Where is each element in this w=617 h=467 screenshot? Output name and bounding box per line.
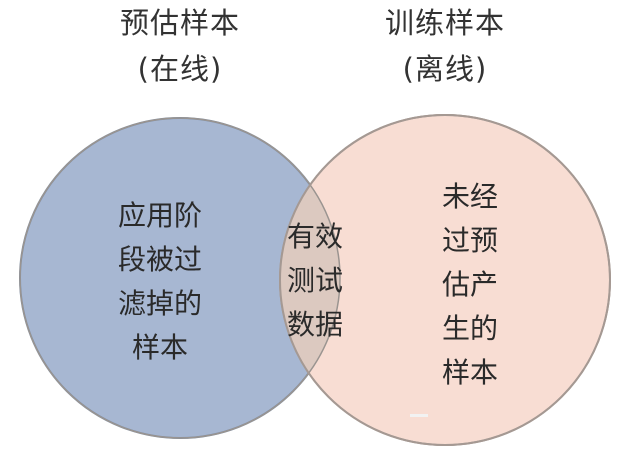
right-only-line: 估产 xyxy=(441,268,498,301)
right-only-label: 未经 过预 估产 生的 样本 xyxy=(415,175,525,395)
left-only-line: 滤掉的 xyxy=(117,287,202,320)
left-set-title-line2: (在线) xyxy=(137,52,223,86)
left-set-outline xyxy=(19,117,341,439)
left-only-line: 应用阶 xyxy=(117,199,202,232)
right-set-title-line1: 训练样本 xyxy=(384,6,505,40)
left-only-line: 样本 xyxy=(131,331,188,364)
left-only-line: 段被过 xyxy=(117,243,202,276)
right-only-line: 生的 xyxy=(441,312,498,345)
right-set-outline xyxy=(279,114,611,446)
right-only-line: 样本 xyxy=(441,356,498,389)
left-set-title-line1: 预估样本 xyxy=(119,6,240,40)
left-set-title: 预估样本 (在线) xyxy=(70,0,290,92)
overlap-line: 数据 xyxy=(286,308,343,341)
overlap-line: 测试 xyxy=(286,264,343,297)
overlap-line: 有效 xyxy=(286,220,343,253)
right-only-line: 未经 xyxy=(441,180,498,213)
right-set-title: 训练样本 (离线) xyxy=(335,0,555,92)
left-only-label: 应用阶 段被过 滤掉的 样本 xyxy=(100,194,220,370)
watermark-mark xyxy=(410,414,428,417)
right-only-line: 过预 xyxy=(441,224,498,257)
overlap-label: 有效 测试 数据 xyxy=(265,215,365,347)
right-set-title-line2: (离线) xyxy=(402,52,488,86)
